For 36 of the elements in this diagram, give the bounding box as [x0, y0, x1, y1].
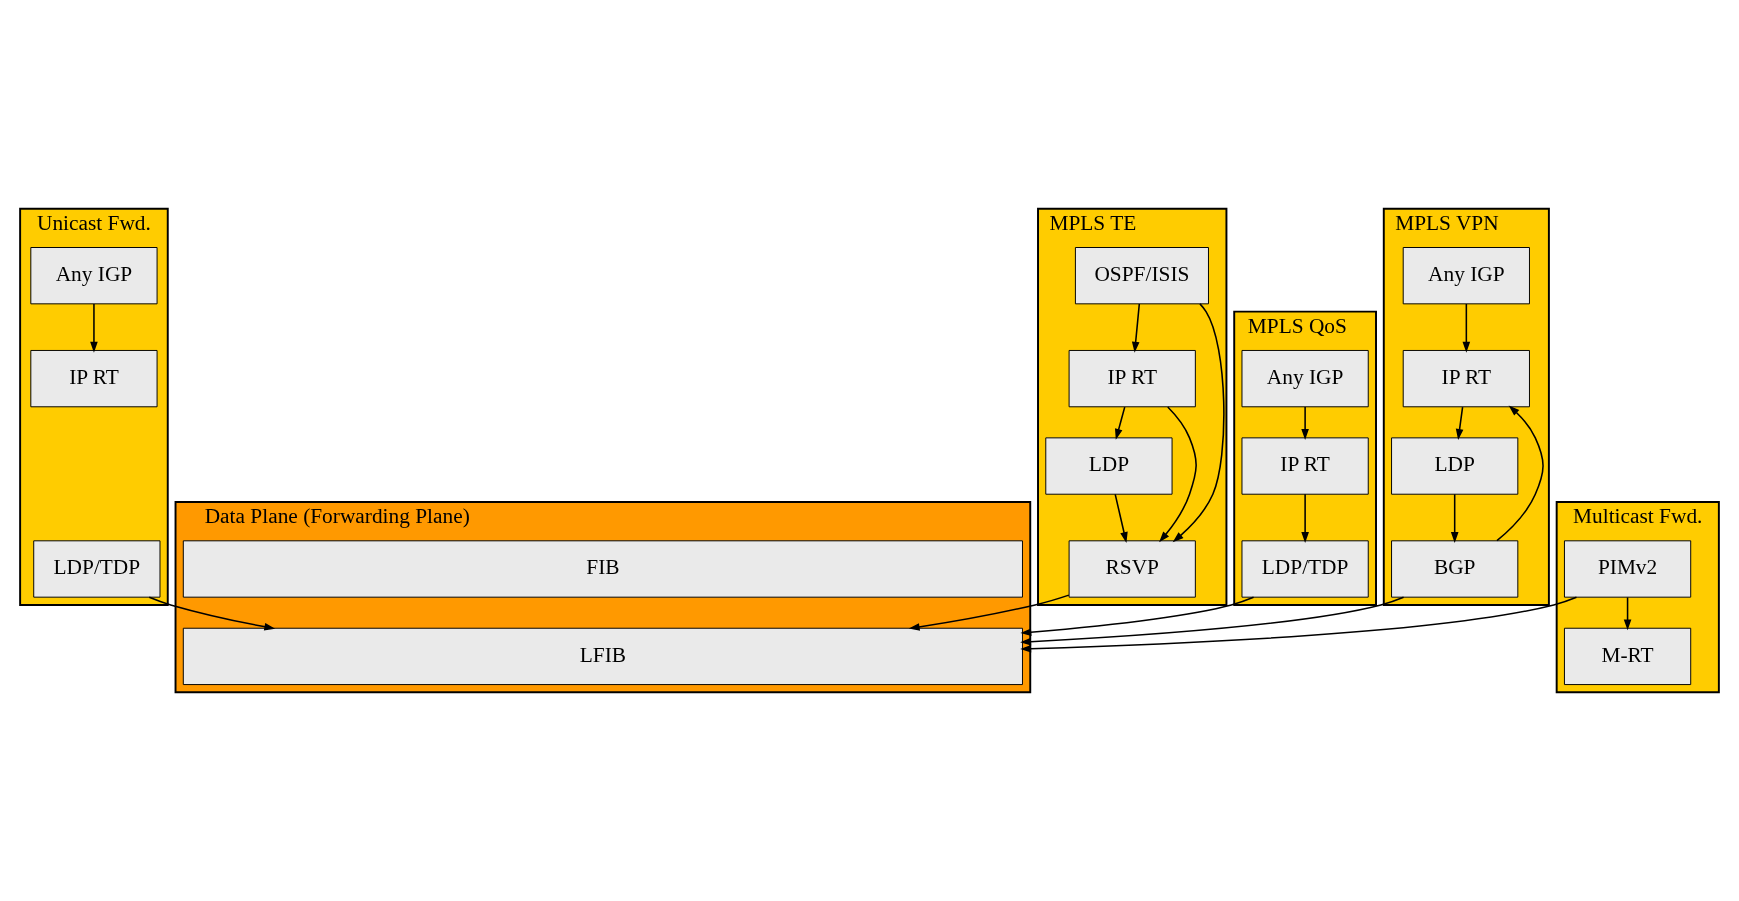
node-box: OSPF/ISIS: [1074, 247, 1209, 305]
arrow: [1159, 406, 1197, 543]
arrow: [1114, 406, 1126, 440]
arrow: [1301, 406, 1309, 440]
arrow: [1462, 303, 1471, 353]
arrow: [1020, 596, 1405, 646]
node-box: PIMv2: [1563, 540, 1692, 598]
arrow: [1114, 493, 1128, 543]
node-box: IP RT: [1068, 349, 1196, 408]
node-box: Any IGP: [1402, 247, 1530, 305]
node-box: M-RT: [1563, 627, 1692, 686]
arrow: [1455, 406, 1464, 440]
node-box: LDP: [1391, 437, 1519, 495]
arrow: [148, 596, 276, 631]
node-box: RSVP: [1068, 540, 1196, 598]
node-box: FIB: [182, 540, 1023, 598]
node-box: IP RT: [1402, 349, 1530, 408]
node-box: BGP: [1391, 540, 1519, 598]
node-box: IP RT: [30, 349, 158, 408]
arrow: [1301, 493, 1309, 543]
arrow: [908, 594, 1070, 631]
node-box: LDP/TDP: [33, 540, 161, 598]
arrow: [1623, 596, 1632, 631]
arrow: [90, 303, 98, 353]
arrow: [1450, 493, 1459, 543]
arrow: [1496, 405, 1544, 542]
arrow: [1020, 596, 1255, 636]
node-box: LDP: [1045, 437, 1173, 495]
node-box: Any IGP: [1241, 349, 1369, 408]
arrow: [1172, 303, 1225, 543]
node-box: LFIB: [182, 627, 1023, 686]
node-box: Any IGP: [30, 247, 158, 305]
node-box: IP RT: [1241, 437, 1369, 495]
arrow: [1020, 596, 1578, 653]
arrow: [1131, 303, 1141, 353]
node-box: LDP/TDP: [1241, 540, 1369, 598]
